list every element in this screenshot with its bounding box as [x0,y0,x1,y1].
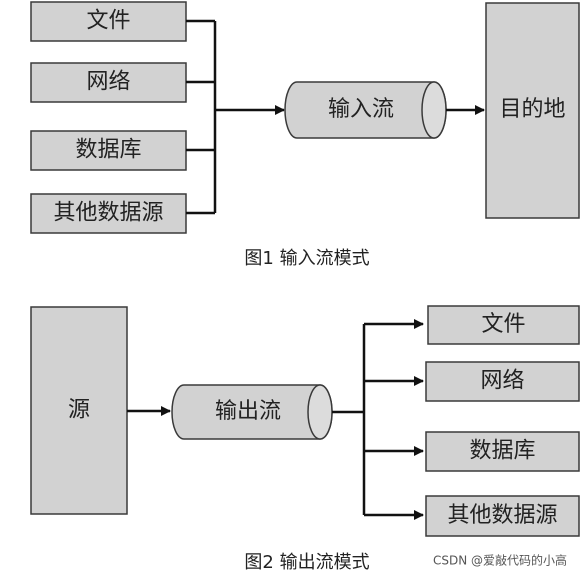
dest-label-database: 数据库 [469,439,535,464]
figure-1-caption: 图1 输入流模式 [244,248,369,269]
source-label-file: 文件 [86,9,130,34]
source-label-network: 网络 [86,70,130,95]
source-box-other: 其他数据源 [30,193,187,234]
dest-box-other: 其他数据源 [425,495,580,537]
dest-box-network: 网络 [425,361,580,402]
output-stream-cylinder: 输出流 [171,384,333,440]
figure-1-input-stream: 文件 网络 数据库 其他数据源 输入流 [30,1,580,269]
source-box-network: 网络 [30,62,187,103]
destination-box: 目的地 [485,2,580,219]
source-label-database: 数据库 [75,138,141,163]
figure-2-caption: 图2 输出流模式 [244,552,369,573]
source-box-database: 数据库 [30,130,187,171]
output-source-box: 源 [30,306,128,515]
source-box-file: 文件 [30,1,187,42]
dest-label-other: 其他数据源 [447,503,557,528]
dest-label-network: 网络 [480,369,524,394]
dest-box-database: 数据库 [425,431,580,472]
dest-label-file: 文件 [481,312,525,337]
dest-box-file: 文件 [427,305,580,345]
output-stream-label: 输出流 [215,399,281,424]
csdn-watermark: CSDN @爱敲代码的小高 [433,553,567,568]
destination-connectors [332,324,366,515]
figure-2-output-stream: 源 输出流 文件 网络 数据库 [30,305,580,573]
output-source-label: 源 [68,398,90,423]
input-stream-label: 输入流 [328,97,394,122]
source-connectors [186,19,217,215]
destination-label: 目的地 [499,97,565,122]
input-stream-cylinder: 输入流 [284,81,447,139]
source-label-other: 其他数据源 [53,201,163,226]
